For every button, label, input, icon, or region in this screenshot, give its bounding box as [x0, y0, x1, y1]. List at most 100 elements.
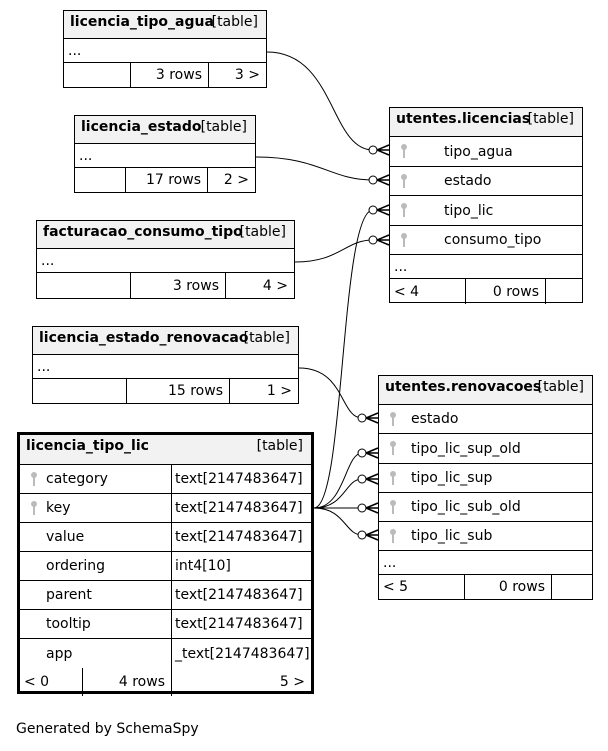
children-count[interactable]: 1 > — [229, 379, 298, 403]
table-ellipsis-row: ... — [64, 39, 266, 63]
column-row-app[interactable]: app _text[2147483647] — [20, 639, 311, 668]
column-row-key[interactable]: key text[2147483647] — [20, 494, 311, 523]
column-type: text[2147483647] — [171, 465, 311, 493]
table-type-label: [table] — [239, 224, 286, 240]
column-type: _text[2147483647] — [171, 639, 311, 668]
parents-count[interactable]: < 5 — [383, 579, 409, 595]
ellipsis: ... — [383, 554, 397, 571]
table-header: facturacao_consumo_tipo [table] — [37, 221, 294, 249]
column-name: app — [46, 645, 73, 662]
column-row-ordering[interactable]: ordering int4[10] — [20, 552, 311, 581]
table-name: licencia_estado — [81, 119, 202, 135]
column-name: ordering — [46, 558, 105, 574]
row-count: 0 rows — [464, 575, 551, 599]
column-type: text[2147483647] — [171, 494, 311, 522]
children-count-empty — [551, 575, 592, 599]
column-type: text[2147483647] — [171, 610, 311, 638]
table-licencia-estado[interactable]: licencia_estado [table] ... 17 rows 2 > — [74, 115, 256, 193]
table-footer-row: 3 rows 3 > — [64, 63, 266, 87]
edge-zero-optional-marker — [368, 175, 378, 185]
primary-key-icon — [31, 472, 37, 486]
column-name: consumo_tipo — [444, 232, 542, 248]
table-name: licencia_tipo_lic — [26, 438, 149, 454]
table-header: utentes.renovacoes [table] — [379, 376, 592, 405]
column-type: int4[10] — [171, 552, 311, 580]
foreign-key-icon — [401, 203, 407, 217]
edge-estado — [255, 156, 374, 181]
table-header: licencia_tipo_agua [table] — [64, 11, 266, 39]
column-row-tipo-agua[interactable]: tipo_agua — [390, 137, 582, 167]
edge-crowfoot-marker — [376, 204, 390, 216]
foreign-key-icon — [390, 441, 396, 455]
foreign-key-icon — [390, 471, 396, 485]
column-row-parent[interactable]: parent text[2147483647] — [20, 581, 311, 610]
column-name: parent — [46, 587, 92, 603]
edge-zero-optional-marker — [368, 235, 378, 245]
table-name: licencia_tipo_agua — [70, 14, 214, 30]
foreign-key-icon — [390, 412, 396, 426]
generated-by-footer: Generated by SchemaSpy — [16, 721, 199, 737]
column-name: key — [46, 500, 71, 516]
children-count-empty — [545, 279, 582, 304]
parents-count[interactable]: < 0 — [24, 674, 50, 690]
parents-count[interactable]: < 4 — [394, 283, 420, 300]
column-row-tipo-lic-sup-old[interactable]: tipo_lic_sup_old — [379, 434, 592, 464]
column-row-estado[interactable]: estado — [390, 167, 582, 196]
edge-zero-optional-marker — [357, 448, 367, 458]
table-header: licencia_estado_renovacao [table] — [33, 327, 298, 355]
children-count[interactable]: 3 > — [208, 63, 266, 87]
edge-crowfoot-marker — [365, 447, 379, 459]
table-type-label: [table] — [243, 330, 290, 346]
table-licencia-tipo-agua[interactable]: licencia_tipo_agua [table] ... 3 rows 3 … — [63, 10, 267, 88]
edge-zero-optional-marker — [368, 145, 378, 155]
table-footer-row: < 4 0 rows — [390, 279, 582, 304]
edge-zero-optional-marker — [357, 474, 367, 484]
foreign-key-icon — [401, 174, 407, 188]
edge-crowfoot-marker — [376, 144, 390, 156]
table-footer-row: 15 rows 1 > — [33, 379, 298, 403]
column-row-tipo-lic[interactable]: tipo_lic — [390, 196, 582, 226]
column-name: estado — [411, 411, 459, 427]
edge-tipo-agua — [266, 51, 374, 151]
column-row-tipo-lic-sub[interactable]: tipo_lic_sub — [379, 522, 592, 551]
column-row-tipo-lic-sub-old[interactable]: tipo_lic_sub_old — [379, 493, 592, 522]
table-licencia-estado-renovacao[interactable]: licencia_estado_renovacao [table] ... 15… — [32, 326, 299, 404]
table-footer-row: 17 rows 2 > — [75, 168, 255, 192]
table-utentes-renovacoes[interactable]: utentes.renovacoes [table] estado tipo_l… — [378, 375, 593, 600]
ellipsis: ... — [68, 42, 82, 59]
table-footer-row: 3 rows 4 > — [37, 273, 294, 298]
foreign-key-icon — [401, 233, 407, 247]
column-type: text[2147483647] — [171, 581, 311, 609]
column-name: tipo_lic_sup_old — [411, 440, 521, 457]
column-row-consumo-tipo[interactable]: consumo_tipo — [390, 226, 582, 255]
table-utentes-licencias[interactable]: utentes.licencias [table] tipo_agua esta… — [389, 107, 583, 304]
children-count[interactable]: 4 > — [225, 273, 294, 298]
column-name: tipo_lic_sub — [411, 528, 493, 544]
edge-zero-optional-marker — [357, 503, 367, 513]
table-type-label: [table] — [537, 379, 584, 395]
children-count[interactable]: 2 > — [207, 168, 255, 192]
table-type-label: [table] — [527, 111, 574, 127]
table-footer-row: < 0 4 rows 5 > — [20, 668, 311, 696]
column-row-estado[interactable]: estado — [379, 405, 592, 434]
table-type-label: [table] — [200, 119, 247, 135]
column-name: tipo_lic_sub_old — [411, 499, 521, 515]
table-header: licencia_tipo_lic [table] — [20, 435, 311, 465]
edge-zero-optional-marker — [357, 530, 367, 540]
table-header: licencia_estado [table] — [75, 116, 255, 144]
table-name: facturacao_consumo_tipo — [43, 224, 243, 240]
table-facturacao-consumo-tipo[interactable]: facturacao_consumo_tipo [table] ... 3 ro… — [36, 220, 295, 299]
primary-key-icon — [31, 501, 37, 515]
edge-zero-optional-marker — [357, 413, 367, 423]
children-count[interactable]: 5 > — [171, 668, 311, 696]
edge-crowfoot-marker — [376, 174, 390, 186]
table-header: utentes.licencias [table] — [390, 108, 582, 137]
column-row-tipo-lic-sup[interactable]: tipo_lic_sup — [379, 464, 592, 493]
table-type-label: [table] — [256, 438, 303, 454]
column-name: tipo_lic_sup — [411, 470, 493, 486]
table-name: licencia_estado_renovacao — [39, 330, 249, 346]
